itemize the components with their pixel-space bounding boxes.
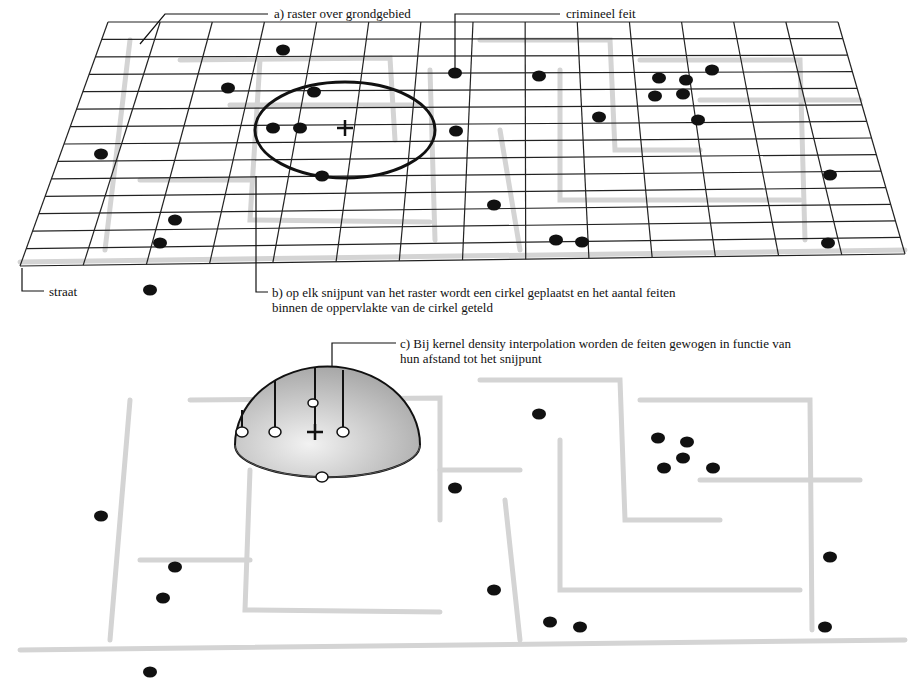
crime-dot	[487, 585, 501, 596]
grid-line	[20, 254, 905, 266]
crime-dots	[94, 405, 837, 678]
annotation-label: b) op elk snijpunt van het raster wordt …	[270, 285, 684, 315]
crime-dot	[307, 87, 321, 98]
crime-dot	[448, 483, 462, 494]
grid-line	[58, 155, 877, 162]
annotation-label: c) Bij kernel density interpolation word…	[398, 336, 802, 366]
grid-line	[95, 55, 847, 57]
weighted-dots	[236, 399, 349, 482]
crime-dot	[706, 463, 720, 474]
crime-dot	[143, 285, 157, 296]
grid-line	[26, 237, 900, 248]
crime-dot	[651, 433, 665, 444]
crime-dot	[532, 409, 546, 420]
crime-dot	[821, 238, 835, 249]
crime-dot	[221, 83, 235, 94]
crime-dot	[94, 149, 108, 160]
crime-dot	[818, 622, 832, 633]
crime-dot	[691, 115, 705, 126]
raster-grid	[20, 22, 905, 266]
crime-dot	[705, 65, 719, 76]
grid-line	[45, 188, 886, 197]
grid-line	[89, 72, 852, 75]
crime-dot	[293, 123, 307, 134]
grid-line	[70, 121, 866, 126]
crime-dot	[143, 667, 157, 678]
crime-dot	[532, 71, 546, 82]
crime-dot	[680, 437, 694, 448]
crime-dot	[676, 89, 690, 100]
crime-dot	[153, 238, 167, 249]
crime-dot	[315, 171, 329, 182]
count-circle	[255, 82, 435, 178]
crime-dot	[156, 593, 170, 604]
grid-point	[337, 120, 353, 136]
weight-lines	[242, 368, 343, 430]
grid-point	[307, 424, 323, 440]
crime-dot	[592, 112, 606, 123]
grid-line	[108, 21, 838, 22]
crime-dot	[648, 91, 662, 102]
grid-line	[83, 88, 857, 91]
crime-dot	[549, 235, 563, 246]
annotation-label: a) raster over grondgebied	[272, 6, 413, 21]
crime-dot	[543, 617, 557, 628]
kernel-base	[235, 445, 420, 477]
crime-dot	[573, 622, 587, 633]
crime-dot	[168, 562, 182, 573]
crime-dot	[823, 552, 837, 563]
grid-line	[39, 204, 891, 213]
street-map	[20, 380, 905, 650]
annotation-label: crimineel feit	[564, 6, 638, 21]
grid-line	[77, 105, 862, 109]
crime-dot	[266, 123, 280, 134]
street-map	[20, 40, 905, 262]
grid-line	[51, 171, 881, 179]
grid-line	[33, 221, 896, 231]
crime-dot	[575, 237, 589, 248]
crime-dot	[676, 453, 690, 464]
crime-dot	[652, 73, 666, 84]
crime-dot	[823, 170, 837, 181]
annotation-label: straat	[47, 284, 79, 299]
crime-dot	[94, 511, 108, 522]
grid-line	[102, 38, 843, 40]
crime-dot	[487, 200, 501, 211]
crime-dot	[276, 45, 290, 56]
grid-line	[64, 138, 872, 144]
crime-dot	[679, 75, 693, 86]
crime-dots	[94, 45, 837, 296]
kernel-dome	[235, 367, 420, 478]
crime-dot	[657, 463, 671, 474]
crime-dot	[168, 215, 182, 226]
crime-dot	[448, 68, 462, 79]
crime-dot	[449, 126, 463, 137]
